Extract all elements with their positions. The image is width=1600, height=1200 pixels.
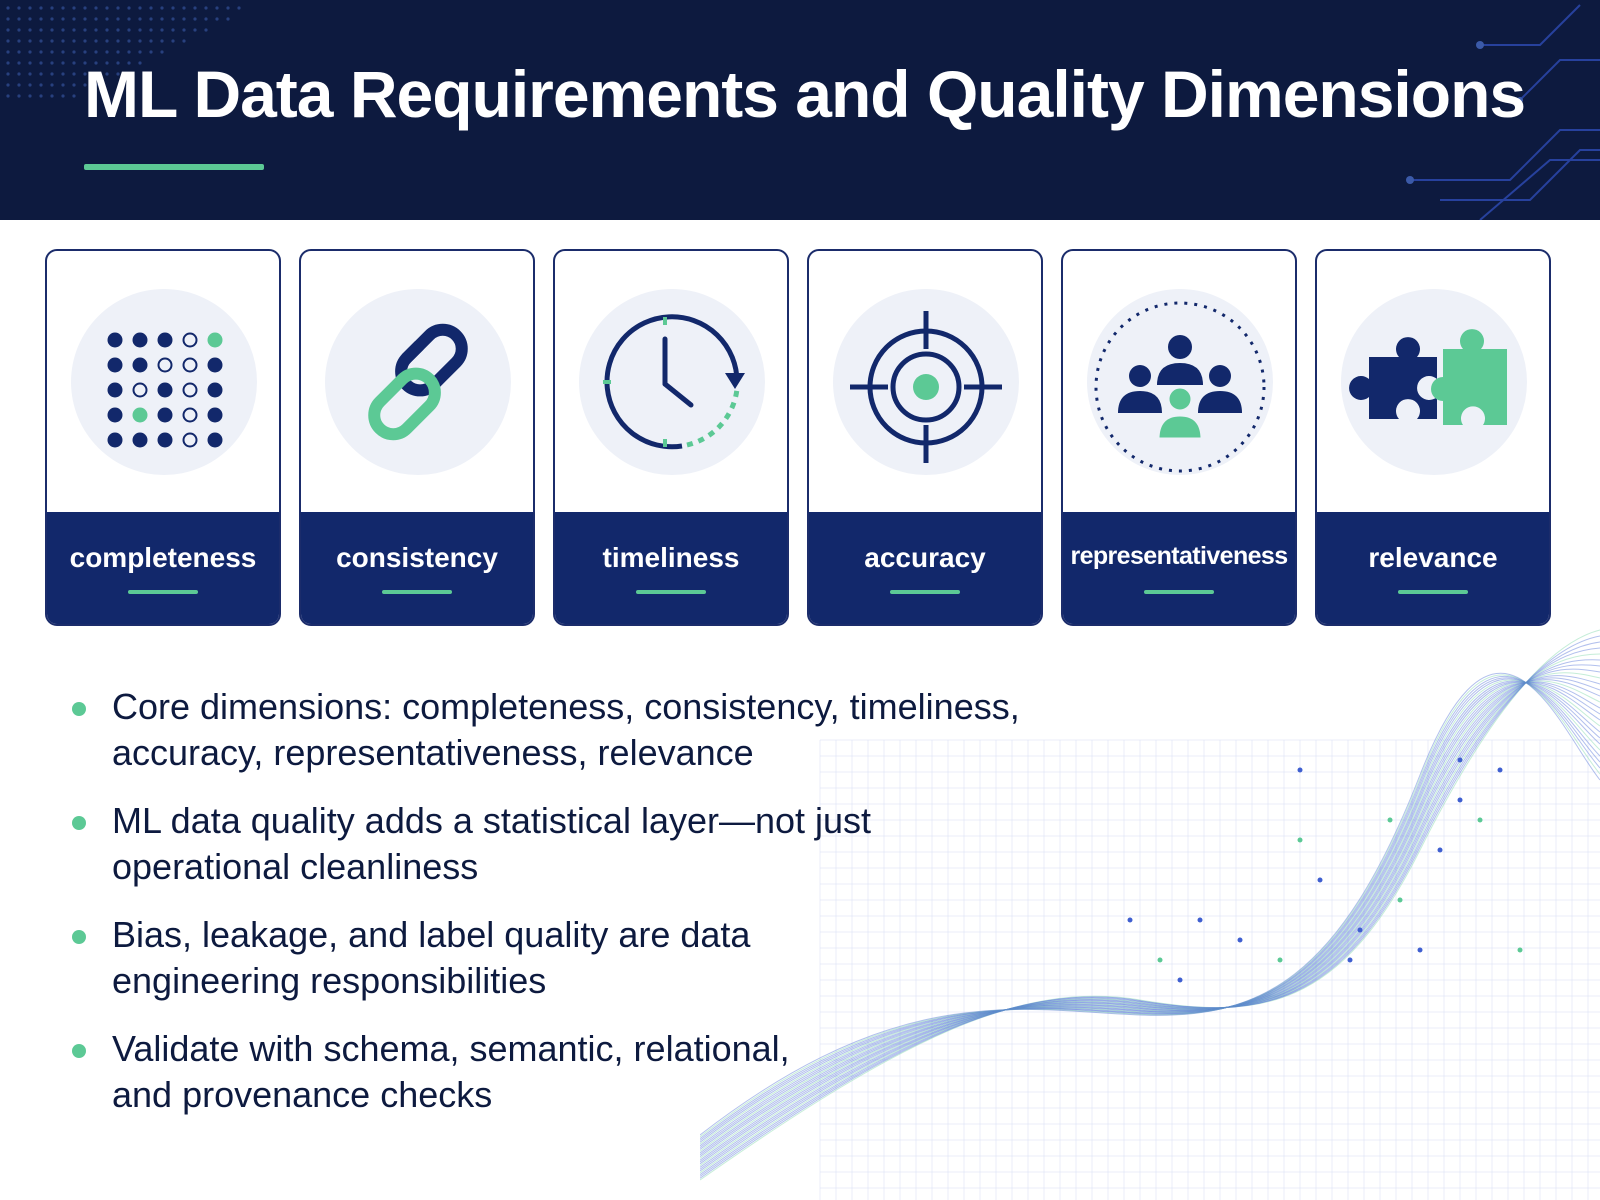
card-label: relevance — [1368, 542, 1498, 573]
bullet-dot — [72, 816, 86, 830]
card-label-bar: consistency — [301, 512, 533, 624]
card-timeliness: timeliness — [553, 249, 789, 626]
card-label: timeliness — [602, 542, 740, 573]
title-underline — [84, 164, 264, 170]
label-underline — [128, 590, 198, 594]
decorative-dot-pattern — [6, 6, 241, 98]
card-accuracy: accuracy — [807, 249, 1043, 626]
bullet-text: ML data quality adds a statistical layer… — [112, 800, 872, 887]
dot-grid-icon — [107, 332, 223, 448]
page-title: ML Data Requirements and Quality Dimensi… — [84, 57, 1526, 131]
label-underline — [636, 590, 706, 594]
card-label-bar: timeliness — [555, 512, 787, 624]
card-label: accuracy — [864, 542, 986, 573]
chain-link-icon — [368, 323, 468, 441]
target-icon — [850, 311, 1002, 463]
bullet-dot — [72, 1044, 86, 1058]
list-item: Validate with schema, semantic, relation… — [70, 1026, 1170, 1118]
card-label: consistency — [336, 542, 498, 573]
label-underline — [382, 590, 452, 594]
bullet-dot — [72, 930, 86, 944]
label-underline — [1398, 590, 1468, 594]
header-banner: ML Data Requirements and Quality Dimensi… — [0, 0, 1600, 220]
card-completeness: completeness — [45, 249, 281, 626]
bullet-text: Core dimensions: completeness, consisten… — [112, 686, 1020, 773]
decorative-data-wave — [700, 629, 1600, 1200]
card-consistency: consistency — [299, 249, 535, 626]
puzzle-icon — [1349, 329, 1507, 425]
decorative-circuit-lines — [1406, 4, 1600, 220]
key-points-list: Core dimensions: completeness, consisten… — [70, 684, 1170, 1140]
card-label-bar: relevance — [1317, 512, 1549, 624]
bullet-dot — [72, 702, 86, 716]
card-label: representativeness — [1070, 542, 1288, 570]
list-item: Core dimensions: completeness, consisten… — [70, 684, 1170, 776]
icon-background — [325, 289, 511, 475]
card-relevance: relevance — [1315, 249, 1551, 626]
card-label-bar: representativeness — [1063, 512, 1295, 624]
card-representativeness: representativeness — [1061, 249, 1297, 626]
card-label-bar: completeness — [47, 512, 279, 624]
label-underline — [1144, 590, 1214, 594]
card-label-bar: accuracy — [809, 512, 1041, 624]
list-item: ML data quality adds a statistical layer… — [70, 798, 1170, 890]
list-item: Bias, leakage, and label quality are dat… — [70, 912, 1170, 1004]
label-underline — [890, 590, 960, 594]
quality-dimension-cards: completeness consistency — [45, 249, 1555, 626]
clock-icon — [603, 314, 745, 450]
card-label: completeness — [69, 542, 257, 573]
people-group-icon — [1094, 301, 1266, 473]
bullet-text: Validate with schema, semantic, relation… — [112, 1028, 790, 1115]
bullet-text: Bias, leakage, and label quality are dat… — [112, 914, 751, 1001]
